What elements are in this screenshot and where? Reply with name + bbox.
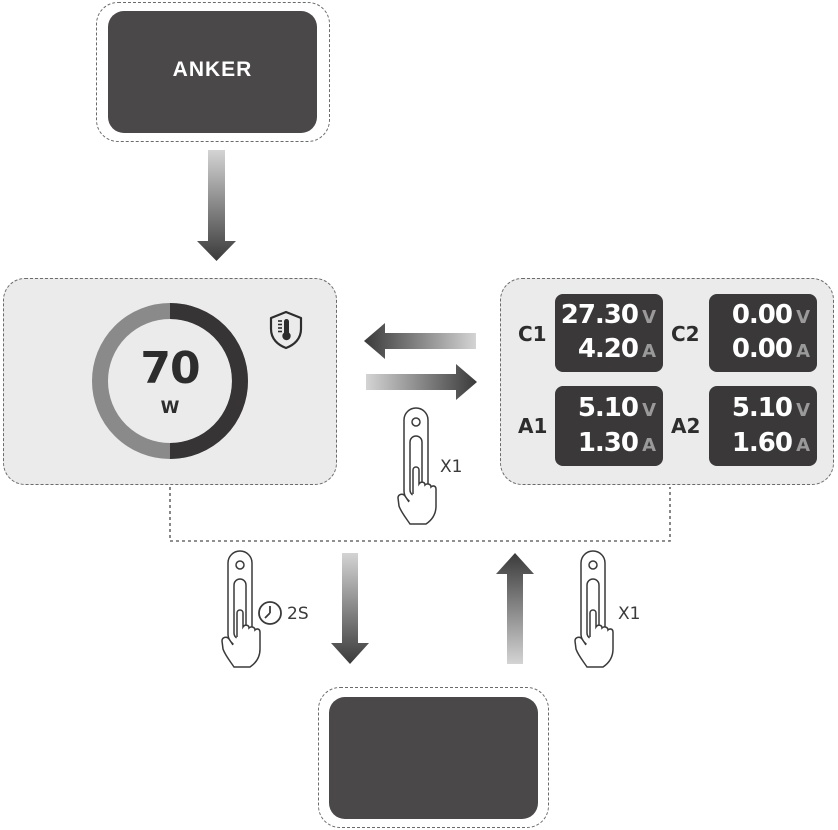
port-label-c2: C2 bbox=[671, 322, 700, 346]
bottom-screen bbox=[329, 697, 538, 819]
timer-icon bbox=[258, 601, 282, 625]
port-label-c1: C1 bbox=[518, 322, 547, 346]
arrow-icon bbox=[331, 553, 369, 664]
arrow-icon bbox=[496, 553, 534, 664]
arrow-icon bbox=[366, 364, 477, 400]
voltage-value: 0.00 bbox=[731, 300, 793, 330]
voltage-unit: V bbox=[642, 307, 656, 328]
hand-press-button-icon bbox=[221, 550, 261, 668]
readout-a1: 5.10 V 1.30 A bbox=[555, 386, 663, 466]
bottom-screen-frame bbox=[318, 687, 549, 828]
press-hold-duration: 2S bbox=[287, 604, 309, 624]
current-unit: A bbox=[642, 435, 656, 456]
gauge-ring-fill bbox=[169, 303, 248, 459]
press-count-switch: X1 bbox=[440, 457, 463, 477]
thermometer-shield-icon bbox=[269, 310, 303, 350]
current-value: 1.60 bbox=[731, 428, 793, 458]
power-gauge bbox=[92, 303, 248, 459]
hand-press-button-icon bbox=[397, 407, 437, 525]
readout-a2: 5.10 V 1.60 A bbox=[709, 386, 817, 466]
voltage-value: 5.10 bbox=[731, 393, 793, 423]
current-unit: A bbox=[796, 341, 810, 362]
anker-logo: ANKER bbox=[172, 58, 253, 81]
current-value: 0.00 bbox=[731, 334, 793, 364]
top-screen: ANKER bbox=[108, 11, 317, 133]
voltage-unit: V bbox=[642, 400, 656, 421]
voltage-value: 27.30 bbox=[560, 300, 639, 330]
readout-c2: 0.00 V 0.00 A bbox=[709, 294, 817, 372]
current-unit: A bbox=[642, 341, 656, 362]
voltage-value: 5.10 bbox=[577, 393, 639, 423]
current-value: 1.30 bbox=[577, 428, 639, 458]
current-value: 4.20 bbox=[577, 334, 639, 364]
power-unit: W bbox=[160, 398, 180, 418]
power-value: 70 bbox=[140, 343, 200, 394]
press-count-return: X1 bbox=[618, 604, 641, 624]
current-unit: A bbox=[796, 435, 810, 456]
voltage-unit: V bbox=[796, 400, 810, 421]
arrow-icon bbox=[364, 323, 476, 359]
voltage-unit: V bbox=[796, 307, 810, 328]
port-label-a1: A1 bbox=[518, 414, 548, 438]
top-screen-frame bbox=[96, 2, 330, 142]
readout-c1: 27.30 V 4.20 A bbox=[555, 294, 663, 372]
port-label-a2: A2 bbox=[671, 414, 701, 438]
connector-line bbox=[169, 487, 671, 542]
hand-press-button-icon bbox=[574, 550, 614, 668]
arrow-icon bbox=[197, 150, 236, 261]
